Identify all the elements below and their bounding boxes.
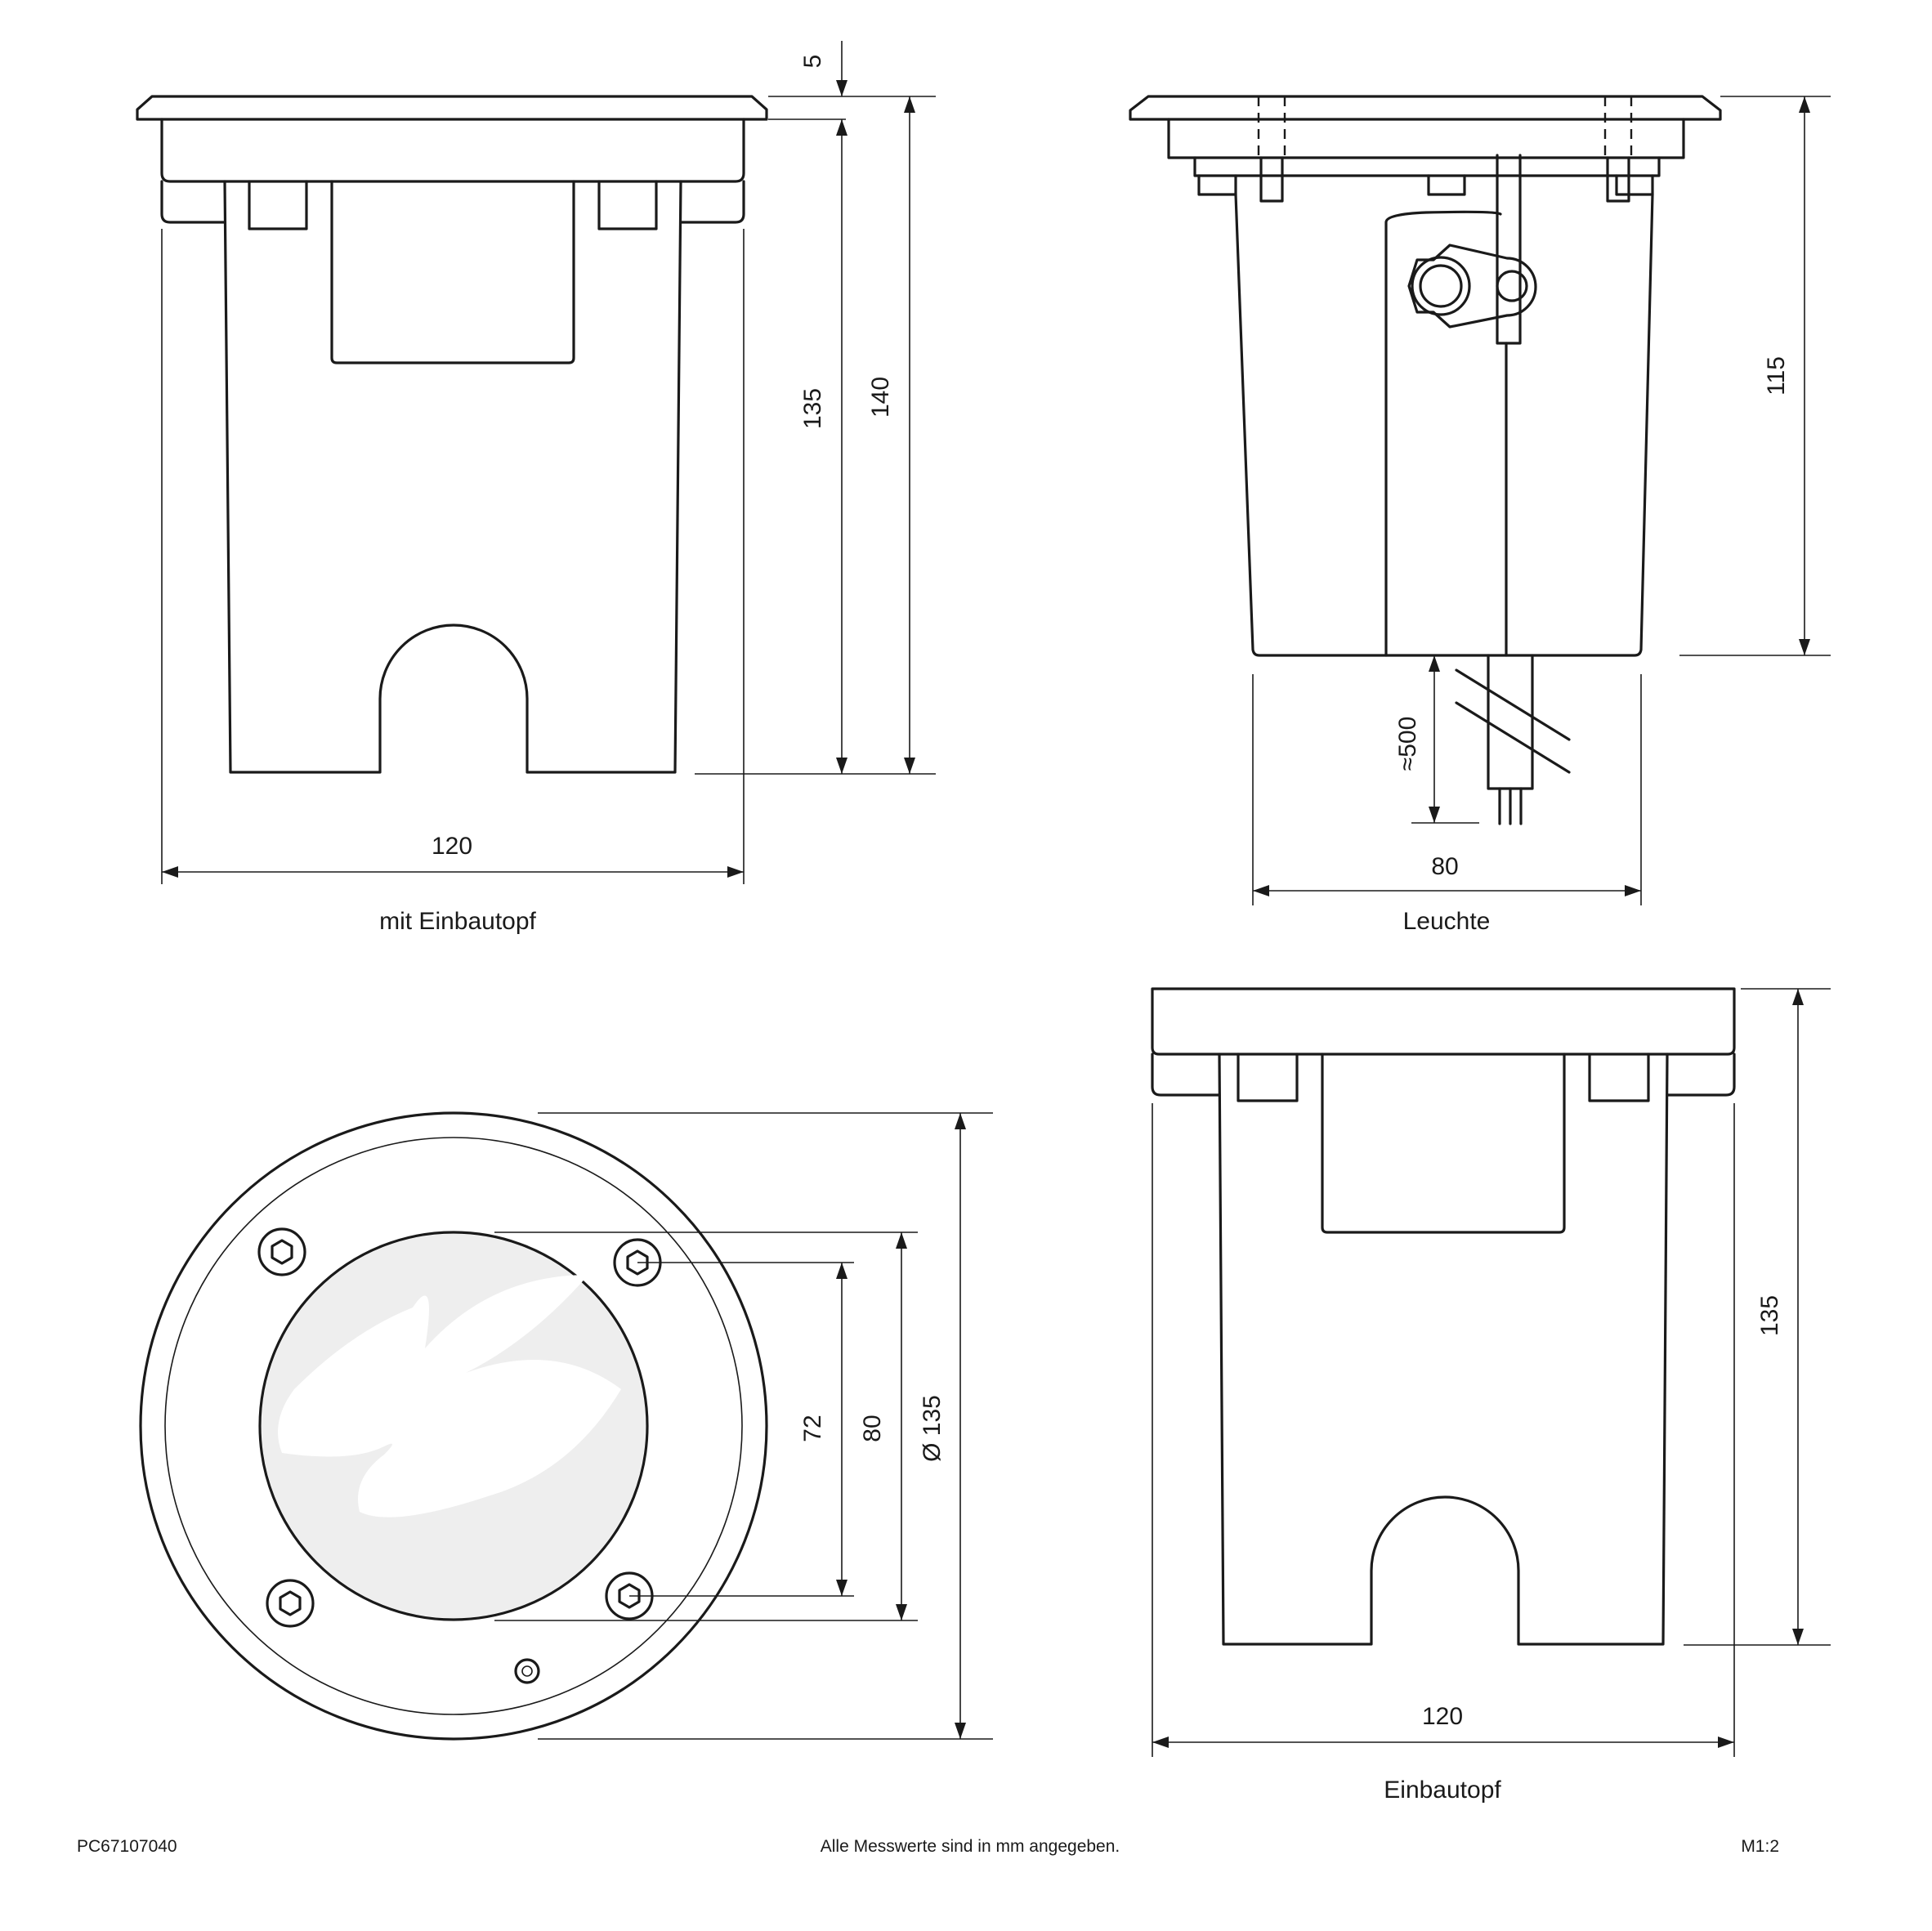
screw-icon [266, 1579, 315, 1628]
caption-luminaire: Leuchte [1403, 908, 1491, 935]
dim-height-inner: 135 [799, 388, 826, 429]
dim-width: 120 [432, 833, 472, 860]
product-code: PC67107040 [77, 1837, 177, 1856]
dim-height-total: 140 [867, 377, 894, 418]
footer: PC67107040 Alle Messwerte sind in mm ang… [77, 1837, 1779, 1856]
dim-cable-length: ≈500 [1394, 717, 1421, 771]
view-top [139, 1111, 768, 1741]
dims-pot: 135 120 Einbautopf [1152, 988, 1831, 1804]
dim-luminaire-height: 115 [1763, 356, 1790, 396]
caption-pot: Einbautopf [1384, 1777, 1501, 1804]
screw-icon [257, 1227, 306, 1276]
dims-with-pot: 5 135 140 120 mit Einbautopf [161, 41, 936, 935]
dims-luminaire: 115 ≈500 80 Leuchte [1252, 96, 1831, 935]
logo-icon [278, 1275, 621, 1518]
dim-pot-width: 120 [1422, 1703, 1463, 1730]
dim-pot-height: 135 [1756, 1295, 1783, 1336]
dim-outer-diameter: Ø 135 [919, 1395, 946, 1462]
measurement-note: Alle Messwerte sind in mm angegeben. [821, 1837, 1120, 1856]
caption-with-pot: mit Einbautopf [379, 908, 536, 935]
dim-top-gap: 5 [799, 55, 826, 69]
view-pot [1151, 987, 1736, 1646]
view-with-pot [136, 95, 768, 774]
dims-top: 72 80 Ø 135 [494, 1112, 993, 1740]
dim-hole-spacing: 72 [799, 1415, 826, 1442]
dim-luminaire-width: 80 [1431, 853, 1458, 880]
dim-inner-diameter: 80 [859, 1415, 886, 1442]
view-luminaire [1129, 95, 1722, 825]
scale-label: M1:2 [1741, 1837, 1779, 1856]
